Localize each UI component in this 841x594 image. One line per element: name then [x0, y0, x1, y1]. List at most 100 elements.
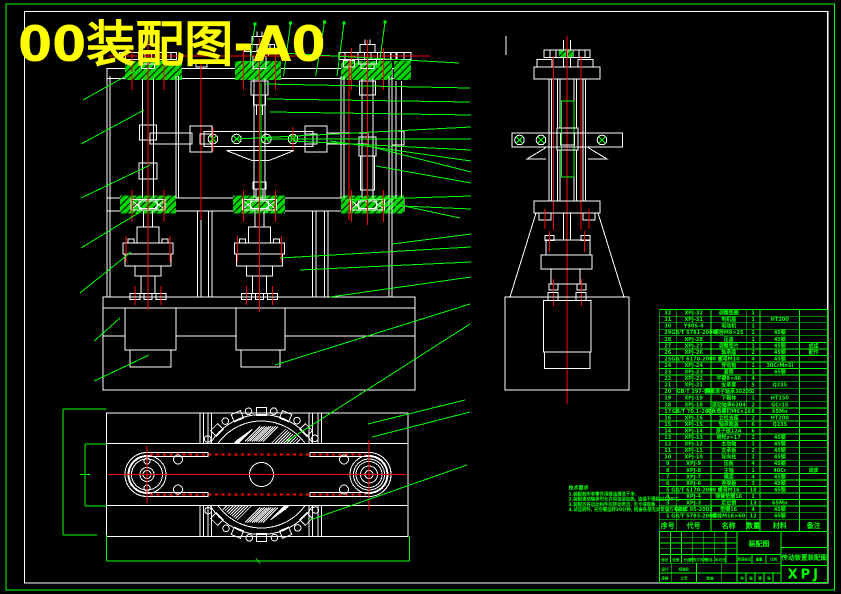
bom-cell-no: 24: [664, 363, 671, 369]
bom-cell-code: XPJ-22: [684, 376, 703, 382]
bom-cell-name: 传动轴: [720, 362, 736, 369]
bom-cell-qty: 1: [751, 317, 755, 323]
bom-cell-no: 2: [666, 507, 670, 513]
bom-cell-code: XPJ-12: [684, 442, 703, 448]
bom-cell-material: 45钢: [774, 441, 786, 448]
bom-cell-qty: 4: [751, 474, 755, 480]
bom-cell-material: Q235: [772, 422, 787, 428]
notes-line: 4.试运转时, 先空载运转30分钟, 检查各部无异常后方可加载.: [569, 506, 689, 513]
title-block-label: 工艺: [680, 576, 688, 581]
bom-header: 数量: [746, 521, 760, 530]
bom-cell-no: 13: [664, 435, 671, 441]
title-block-label: 处数: [671, 557, 680, 562]
bom-cell-name: 滚子链12A: [716, 427, 742, 434]
organization-name: 传动装置装配图: [781, 553, 828, 562]
bom-cell-name: 定位销: [720, 500, 736, 507]
bom-cell-code: XPJ-8: [686, 468, 701, 474]
bom-cell-code: GB/T 6170-2000: [671, 356, 716, 362]
bom-cell-qty: 4: [751, 376, 755, 382]
bom-cell-qty: 1: [751, 337, 755, 343]
bom-cell-material: 40Cr: [773, 468, 787, 474]
bom-cell-code: GB/T 5783-2000: [671, 514, 716, 520]
bom-cell-material: 65Mn: [772, 501, 788, 507]
bom-cell-name: 立柱支座: [719, 414, 739, 421]
title-block-label: 签名: [706, 557, 714, 562]
bom-cell-material: HT150: [771, 396, 790, 402]
bom-cell-qty: 1: [751, 494, 755, 500]
bom-cell-name: 支承板: [720, 447, 737, 454]
side-view: [504, 36, 630, 404]
bom-cell-name: 链轮z=17: [716, 434, 742, 441]
plan-view: [62, 407, 410, 564]
bom-cell-name: 下箱体: [721, 395, 737, 402]
drawing-name: 装配图: [748, 539, 770, 548]
bom-cell-material: 30CrMnSi: [766, 363, 793, 369]
bom-cell-name: 横梁: [723, 473, 735, 480]
bom-cell-material: 45钢: [774, 447, 786, 454]
bom-cell-no: 19: [664, 396, 671, 402]
bom-cell-code: XPJ-13: [684, 435, 703, 441]
bom-header: 序号: [660, 521, 675, 530]
bom-cell-code: GB/T 297-94: [676, 389, 711, 395]
bom-cell-no: 15: [664, 422, 671, 428]
bom-cell-qty: 2: [751, 330, 755, 336]
bom-header: 代号: [686, 521, 701, 530]
bom-cell-name: 轴承座: [721, 349, 736, 356]
bom-cell-qty: 2: [751, 448, 755, 454]
notes-line: 2.装配滚动轴承时允许用油浴加热, 油温不得超过100℃.: [569, 496, 681, 503]
bom-cell-name: 电机座: [721, 316, 736, 323]
bom-cell-no: 26: [664, 350, 671, 356]
bom-cell-qty: 5: [751, 383, 755, 389]
bom-cell-name: 螺母M16: [718, 486, 740, 493]
title-block-label: 共: [740, 576, 744, 581]
title-block-label: 张: [749, 576, 753, 581]
bom-cell-code: XPJ-16: [684, 415, 703, 421]
bom-cell-code: XPJ-31: [684, 317, 703, 323]
bom-cell-code: XPJ-18: [684, 402, 703, 408]
bom-cell-no: 9: [666, 461, 670, 467]
title-block-label: 审核: [661, 576, 669, 581]
bom-cell-no: 14: [664, 428, 671, 434]
bom-cell-no: 20: [664, 389, 671, 395]
bom-cell-material: 45钢: [774, 355, 786, 362]
title-block-label: 标准化: [678, 567, 690, 572]
bom-cell-code: XPJ-9: [686, 461, 701, 467]
bom-cell-name: 调整垫片: [719, 342, 739, 349]
bom-cell-qty: 1: [751, 343, 755, 349]
bom-cell-code: XPJ-11: [684, 448, 703, 454]
bom-cell-material: GCr15: [771, 402, 789, 408]
bom-cell-name: 压盖: [724, 336, 734, 343]
bom-cell-material: 45钢: [774, 369, 786, 376]
bom-cell-qty: 3: [751, 481, 755, 487]
bom-cell-no: 10: [664, 455, 671, 461]
bom-cell-no: 5: [666, 487, 670, 493]
bom-cell-name: 电动机: [721, 323, 736, 330]
bom-cell-name: 内六角螺钉M6×16: [706, 408, 751, 415]
title-block-label: 批准: [706, 576, 714, 581]
leader-lines: [79, 20, 472, 521]
notes-line: 3.装配后各运动构件应转动灵活, 无卡滞现象.: [569, 501, 658, 508]
bom-cell-material: HT200: [771, 317, 790, 323]
bom-header: 材料: [772, 521, 787, 530]
bom-cell-qty: 6: [751, 428, 755, 434]
bom-cell-name: 主轴: [724, 467, 734, 474]
bom-cell-code: XPJ-15: [684, 422, 703, 428]
notes-title: 技术要求: [569, 485, 590, 492]
bom-cell-code: XPJ-27: [684, 343, 703, 349]
bom-cell-no: 4: [666, 494, 670, 500]
